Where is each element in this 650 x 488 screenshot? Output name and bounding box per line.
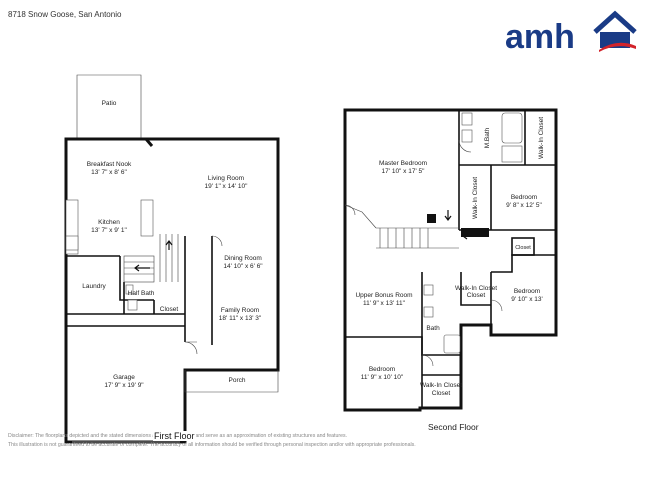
- closet-mid-wall: [460, 272, 491, 306]
- bedroom3-door: [490, 299, 503, 312]
- kitchen-dims: 13' 7" x 9' 1": [91, 227, 127, 234]
- bath-tub: [443, 334, 461, 354]
- m-bath-sink: [461, 112, 473, 126]
- property-address: 8718 Snow Goose, San Antonio: [8, 10, 122, 19]
- half-bath-label: Half Bath: [128, 290, 155, 297]
- bedroom-2-label: Bedroom: [511, 194, 537, 201]
- bath-sink: [423, 284, 434, 296]
- house-swoosh-icon: [599, 42, 636, 52]
- porch-outline: [184, 370, 279, 393]
- garage-label: Garage: [113, 374, 135, 381]
- m-bath-label: M.Bath: [484, 127, 491, 148]
- patio-label: Patio: [102, 100, 117, 107]
- kitchen-island: [140, 199, 154, 237]
- bath-toilet: [423, 306, 434, 318]
- closet-small-label: Closet: [515, 245, 531, 251]
- second-floor-exterior-walls: [343, 108, 558, 412]
- second-floor-title: Second Floor: [428, 422, 479, 432]
- living-room-dims: 19' 1" x 14' 10": [205, 183, 249, 190]
- disclaimer-line-2: This illustration is not guaranteed to b…: [8, 441, 416, 448]
- amh-logo-text: amh: [505, 18, 575, 54]
- m-bath-tub: [501, 112, 523, 144]
- bedroom3-wall: [490, 254, 556, 335]
- patio-door: [144, 138, 154, 147]
- closet-label-mid: Closet: [467, 292, 486, 299]
- breakfast-nook-dims: 13' 7" x 8' 6": [91, 169, 127, 176]
- patio-outline: [76, 74, 142, 139]
- walk-in-closet-master-label: Walk-In Closet: [538, 117, 545, 159]
- family-room-dims: 18' 11" x 13' 3": [219, 315, 262, 322]
- second-floor-plan: Master Bedroom 17' 10" x 17' 5" M.Bath W…: [343, 108, 558, 412]
- bedroom4-door: [421, 354, 434, 367]
- half-bath-sink: [125, 284, 134, 295]
- kitchen-label: Kitchen: [98, 219, 120, 226]
- bedroom4-wall: [345, 336, 423, 408]
- disclaimer: Disclaimer: The floorplans depicted and …: [8, 432, 644, 449]
- dining-room-dims: 14' 10" x 6' 6": [223, 263, 263, 270]
- m-bath-closet-wall: [459, 110, 556, 166]
- family-room-label: Family Room: [221, 307, 259, 314]
- walk-in-closet-bottom-label: Walk-In Closet: [420, 382, 462, 389]
- walk-in-closet-mid-label: Walk-In Closet: [455, 285, 497, 292]
- bedroom-3-dims: 9' 10" x 13': [511, 296, 543, 303]
- kitchen-sink: [65, 235, 79, 251]
- dining-door: [211, 235, 223, 247]
- walk-in-closet-stair-label: Walk-In Closet: [472, 177, 479, 219]
- master-bedroom-dims: 17' 10" x 17' 5": [382, 168, 426, 175]
- closet-label: Closet: [160, 306, 179, 313]
- master-bedroom-label: Master Bedroom: [379, 160, 427, 167]
- stair-wall: [119, 256, 154, 301]
- living-room-label: Living Room: [208, 175, 244, 182]
- dining-room-label: Dining Room: [224, 255, 262, 262]
- m-bath-sink-2: [461, 129, 473, 143]
- first-floor-plan: Patio Breakfast Nook 13' 7" x 8' 6" Livi…: [64, 74, 280, 444]
- stair-post: [427, 214, 436, 223]
- stair-landing-block: [461, 228, 489, 237]
- second-floor-stairs: [344, 204, 489, 249]
- amh-logo: amh: [505, 10, 637, 54]
- bedroom-2-dims: 9' 8" x 12' 5": [506, 202, 542, 209]
- family-room-door: [184, 341, 198, 355]
- bedroom-4-label: Bedroom: [369, 366, 395, 373]
- small-closet-box: [511, 237, 535, 256]
- bedroom-3-label: Bedroom: [514, 288, 540, 295]
- closet-bottom-label: Closet: [432, 390, 451, 397]
- master-door: [458, 139, 472, 153]
- porch-label: Porch: [229, 377, 246, 384]
- bonus-door: [344, 204, 356, 216]
- laundry-label: Laundry: [82, 283, 106, 290]
- bedroom-4-dims: 11' 9" x 10' 10": [361, 374, 404, 381]
- house-roof-icon: [593, 10, 637, 34]
- breakfast-nook-label: Breakfast Nook: [87, 161, 132, 168]
- upper-bonus-room-dims: 11' 9" x 13' 11": [363, 300, 406, 307]
- closet-wall: [153, 236, 186, 342]
- garage-dims: 17' 9" x 19' 9": [104, 382, 144, 389]
- bath-label: Bath: [426, 325, 440, 332]
- first-floor-stairs: [123, 234, 179, 283]
- disclaimer-line-1: Disclaimer: The floorplans depicted and …: [8, 433, 348, 439]
- upper-bonus-room-label: Upper Bonus Room: [355, 292, 412, 299]
- m-bath-shower: [501, 145, 523, 163]
- half-bath-toilet: [127, 299, 138, 311]
- first-floor-title: First Floor: [153, 431, 196, 441]
